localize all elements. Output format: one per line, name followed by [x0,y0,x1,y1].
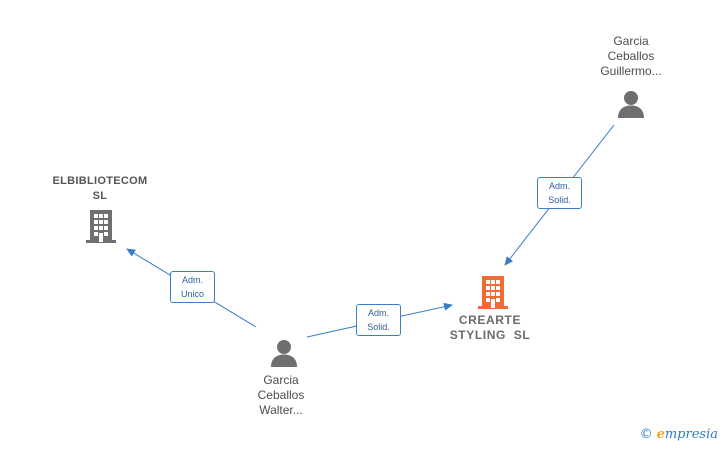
label-line: Guillermo... [600,64,662,78]
empresia-watermark: ©empresia [640,427,718,442]
edge-label-walter-crearte[interactable]: Adm. Solid. [356,304,401,336]
company-crearte-label[interactable]: CREARTE STYLING SL [425,313,555,343]
person-guillermo-label[interactable]: Garcia Ceballos Guillermo... [576,34,686,79]
person-walter-label[interactable]: Garcia Ceballos Walter... [226,373,336,418]
edge-label-line: Solid. [367,322,390,332]
edge-label-walter-elbibliotecom[interactable]: Adm. Unico [170,271,215,303]
label-line: STYLING SL [449,328,531,342]
edge-label-line: Solid. [548,195,571,205]
label-line: SL [92,190,108,202]
label-line: ELBIBLIOTECOM [52,175,148,187]
label-line: CREARTE [458,313,522,327]
building-icon[interactable] [477,274,509,310]
label-line: Ceballos [257,388,305,402]
brand-initial: e [656,427,665,442]
person-icon[interactable] [269,339,299,367]
edge-label-line: Unico [180,289,204,299]
edge-label-line: Adm. [181,275,203,285]
label-line: Ceballos [607,49,655,63]
copyright-symbol: © [639,427,653,442]
edge-label-line: Adm. [548,181,570,191]
edge-label-guillermo-crearte[interactable]: Adm. Solid. [537,177,582,209]
edge-label-line: Adm. [367,308,389,318]
company-elbibliotecom-label[interactable]: ELBIBLIOTECOM SL [40,174,160,204]
brand-name: mpresia [664,427,718,442]
building-icon[interactable] [85,208,117,244]
label-line: Garcia [263,373,299,387]
label-line: Walter... [259,403,303,417]
label-line: Garcia [613,34,649,48]
person-icon[interactable] [616,90,646,118]
